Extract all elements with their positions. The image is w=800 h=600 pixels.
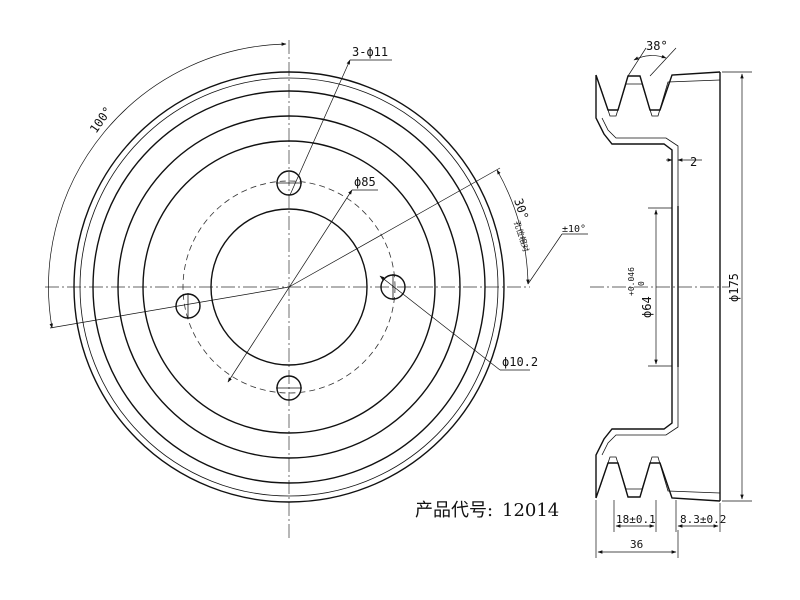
bore-tol-upper: +0.046 — [627, 267, 636, 296]
top-groove-profile — [595, 71, 721, 206]
center-hole-label: ϕ10.2 — [502, 355, 538, 369]
total-width-label: 36 — [630, 538, 643, 551]
arc-angle-label: 100° — [87, 104, 115, 136]
bore-tol-lower: 0 — [637, 281, 646, 286]
angle-tolerance: ±10° — [562, 224, 586, 235]
center-hole-leader — [379, 275, 501, 371]
bottom-groove-profile — [595, 367, 721, 502]
side-view: 38° 2 ϕ64 +0.046 0 ϕ175 18±0.1 8.3±0.2 3… — [590, 39, 752, 558]
outer-dia-label: ϕ175 — [727, 273, 741, 302]
bolt-circle-label: ϕ85 — [354, 175, 376, 189]
offset-reference-line — [288, 167, 501, 288]
edge-offset-label: 8.3±0.2 — [680, 513, 726, 526]
groove-angle-label: 38° — [646, 39, 668, 53]
bottom-groove-profile-inner — [599, 367, 721, 494]
angle-arc-100 — [48, 42, 287, 329]
angle-arc-30 — [496, 169, 530, 285]
bore-dia-label: ϕ64 — [640, 296, 654, 318]
front-view: 3-ϕ11 ϕ85 ϕ10.2 100° 30° 孔位相对 ±10° 产品代号:… — [45, 40, 588, 540]
offset-note: 孔位相对 — [512, 220, 531, 254]
groove-angle-arc — [633, 54, 667, 61]
groove-pitch-label: 18±0.1 — [616, 513, 656, 526]
hole-callout-leader — [289, 59, 351, 196]
hole-callout: 3-ϕ11 — [352, 45, 388, 59]
product-code-label: 产品代号: — [415, 500, 493, 521]
offset-angle-label: 30° — [511, 197, 531, 222]
top-groove-profile-inner — [599, 79, 721, 206]
bolt-circle-dim-line — [227, 189, 353, 383]
wall-thickness-label: 2 — [690, 155, 697, 169]
product-code: 12014 — [502, 500, 559, 521]
